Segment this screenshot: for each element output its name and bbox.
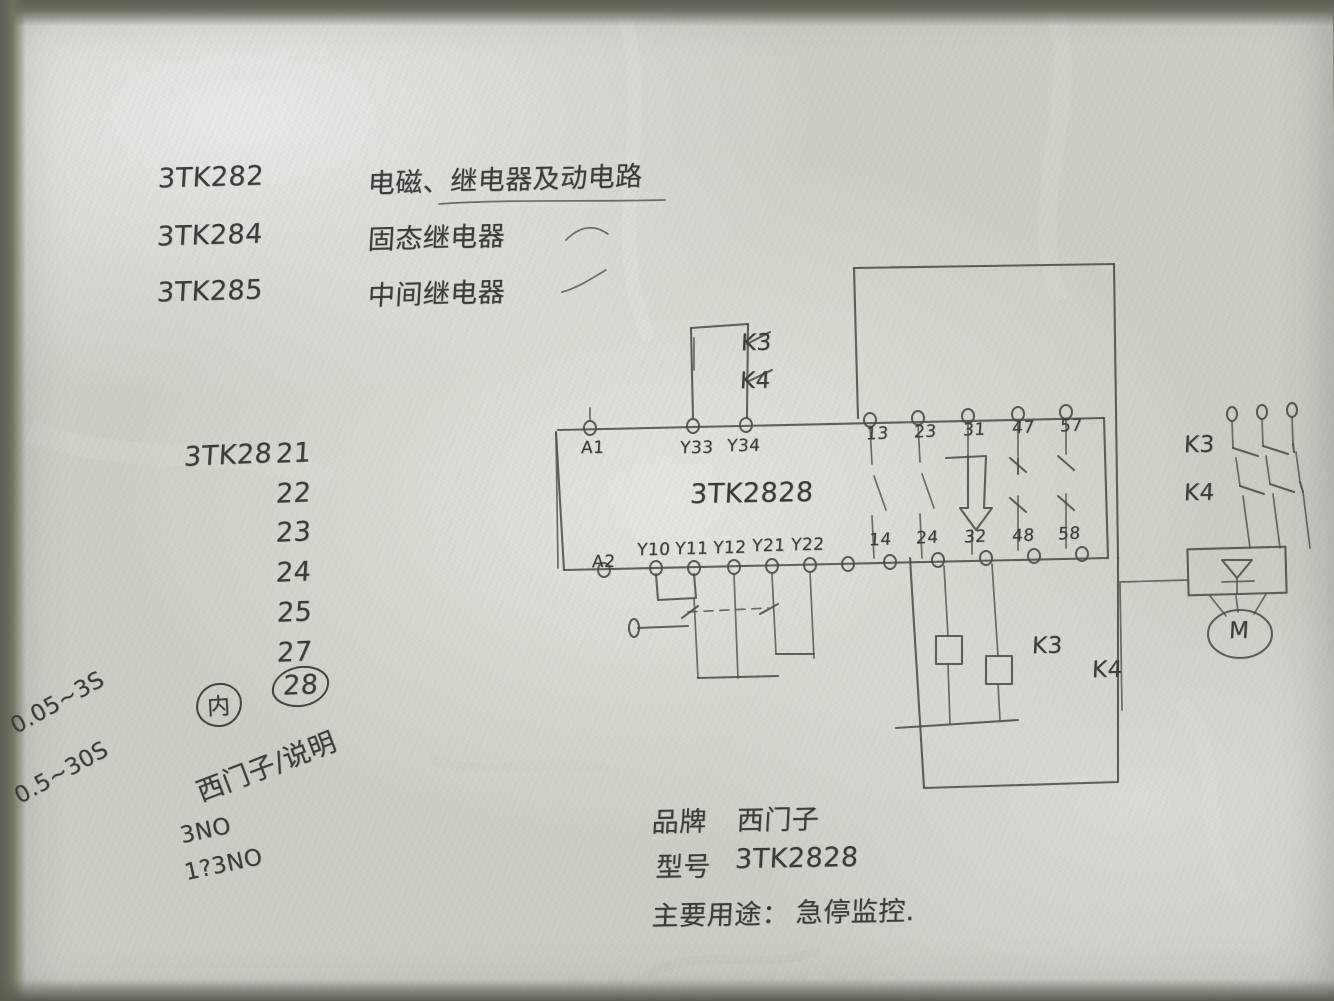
terminal-label-58: 58 xyxy=(1057,523,1082,545)
model-desc-0-underline xyxy=(438,199,666,205)
motor-symbol xyxy=(1206,593,1274,660)
terminal-label-y12: Y12 xyxy=(712,537,748,559)
terminal-label-23: 23 xyxy=(913,421,938,443)
variant-item-24: 24 xyxy=(275,556,313,589)
terminal-label-47: 47 xyxy=(1011,417,1036,439)
feedback-contact-label-k3: K3 xyxy=(740,329,773,357)
note-circled-char: 内 xyxy=(194,681,243,729)
coil-label-k4: K4 xyxy=(1091,656,1124,684)
terminal-label-y21: Y21 xyxy=(751,535,787,557)
variant-item-27: 27 xyxy=(276,636,314,669)
terminal-label-32: 32 xyxy=(963,526,988,548)
terminal-label-31: 31 xyxy=(962,419,987,441)
coil-return-rail xyxy=(894,718,1020,730)
terminal-label-24: 24 xyxy=(915,527,940,549)
feedback-contact-loop xyxy=(689,322,774,420)
model-code-0: 3TK282 xyxy=(157,160,265,195)
variant-selected-circle: 28 xyxy=(270,664,331,709)
output-contacts-right xyxy=(1008,417,1076,551)
terminal-row-bottom xyxy=(597,546,1089,578)
terminal-label-48: 48 xyxy=(1011,525,1036,547)
output-section-outline xyxy=(852,262,1120,790)
coil-k4 xyxy=(984,563,1014,721)
terminal-label-y10: Y10 xyxy=(636,539,672,561)
output-contacts-left xyxy=(869,423,935,559)
motor-label: M xyxy=(1228,617,1251,645)
terminal-label-y22: Y22 xyxy=(790,534,826,556)
terminal-label-y11: Y11 xyxy=(674,538,710,560)
arc-mark-1-icon xyxy=(565,226,609,241)
terminal-label-57: 57 xyxy=(1059,415,1084,437)
model-label: 型号 xyxy=(655,851,712,884)
terminal-label-a2: A2 xyxy=(591,551,616,573)
model-code-2: 3TK285 xyxy=(156,274,264,309)
model-value: 3TK2828 xyxy=(734,841,860,876)
circled-char-value: 内 xyxy=(194,681,243,729)
coil-k3 xyxy=(934,565,964,725)
photo-background-top xyxy=(0,0,1334,26)
variant-item-28-selected: 28 xyxy=(270,664,331,709)
terminal-label-13: 13 xyxy=(865,423,890,445)
arc-mark-2-icon xyxy=(561,269,607,293)
terminal-label-a1: A1 xyxy=(580,437,605,459)
relay-body-outline xyxy=(554,416,1110,572)
load-supply-terminals xyxy=(1226,402,1298,449)
relay-block-label: 3TK2828 xyxy=(689,476,815,511)
contactor-label-k3: K3 xyxy=(1183,431,1216,459)
feedback-contact-label-k4: K4 xyxy=(739,367,772,395)
contactor-k3-contacts xyxy=(1231,442,1301,487)
nc-contact-31-32 xyxy=(944,421,994,555)
motor-feed-return xyxy=(1119,579,1189,711)
variant-item-21: 21 xyxy=(275,437,313,470)
coil-label-k3: K3 xyxy=(1031,632,1064,660)
model-desc-2: 中间继电器 xyxy=(366,277,507,312)
terminal-label-y33: Y33 xyxy=(679,437,715,459)
model-code-1: 3TK284 xyxy=(156,218,264,253)
brand-label: 品牌 xyxy=(651,806,708,839)
model-desc-1: 固态继电器 xyxy=(366,221,507,256)
contactor-label-k4: K4 xyxy=(1183,479,1216,507)
variant-item-25: 25 xyxy=(276,596,314,629)
terminal-label-14: 14 xyxy=(868,529,893,551)
a1-a2-left-link xyxy=(555,431,559,569)
variant-item-22: 22 xyxy=(275,477,313,510)
variant-prefix: 3TK28 xyxy=(183,438,274,473)
photo-background-left xyxy=(0,0,26,1001)
contactor-k4-contacts xyxy=(1238,480,1311,549)
load-circuit-diagram xyxy=(1119,402,1311,711)
purpose-value: 急停监控. xyxy=(795,895,916,930)
rectifier-block xyxy=(1186,545,1288,597)
variant-item-23: 23 xyxy=(275,516,313,549)
purpose-label: 主要用途： xyxy=(651,898,791,933)
brand-value: 西门子 xyxy=(736,804,821,837)
photo-background-bottom xyxy=(0,979,1334,1001)
circuit-diagram xyxy=(554,262,1120,790)
estop-wiring xyxy=(628,571,816,680)
model-desc-0: 电磁、继电器及动电路 xyxy=(366,161,644,200)
terminal-label-y34: Y34 xyxy=(726,435,762,457)
